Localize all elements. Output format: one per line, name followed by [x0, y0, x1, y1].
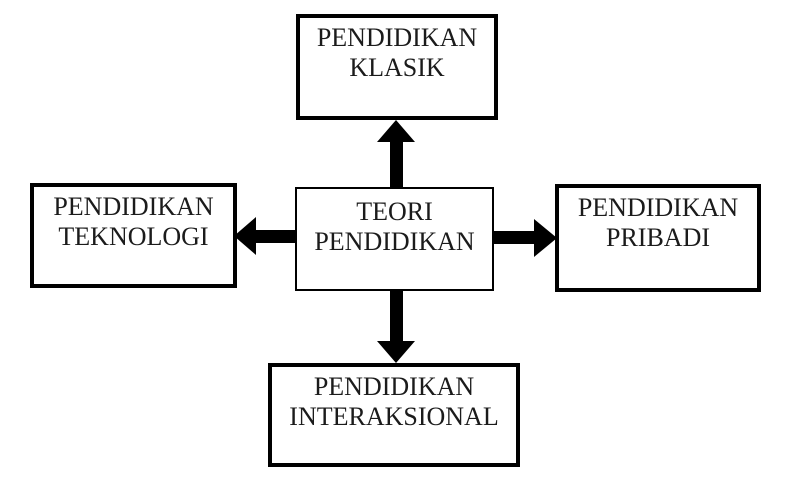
node-label-line: INTERAKSIONAL [289, 402, 499, 431]
node-label-line: TEKNOLOGI [58, 222, 209, 251]
node-label-line: PENDIDIKAN [53, 192, 214, 221]
arrow-right-connector [492, 219, 557, 257]
node-teori-pendidikan: TEORI PENDIDIKAN [295, 187, 494, 291]
node-pendidikan-klasik: PENDIDIKAN KLASIK [296, 14, 498, 120]
node-pendidikan-teknologi: PENDIDIKAN TEKNOLOGI [30, 183, 237, 288]
node-label-line: PENDIDIKAN [577, 193, 739, 222]
node-label-line: PENDIDIKAN [316, 23, 478, 52]
arrow-up-connector [377, 120, 415, 189]
arrow-left-connector [234, 217, 297, 255]
node-label-line: KLASIK [349, 53, 445, 82]
node-label-line: PENDIDIKAN [314, 227, 475, 256]
node-pendidikan-pribadi: PENDIDIKAN PRIBADI [555, 184, 761, 292]
node-pendidikan-interaksional: PENDIDIKAN INTERAKSIONAL [268, 363, 520, 467]
arrow-down-connector [377, 289, 415, 363]
node-label-line: TEORI [356, 197, 433, 226]
node-label-line: PENDIDIKAN [313, 372, 475, 401]
node-label-line: PRIBADI [605, 223, 710, 252]
